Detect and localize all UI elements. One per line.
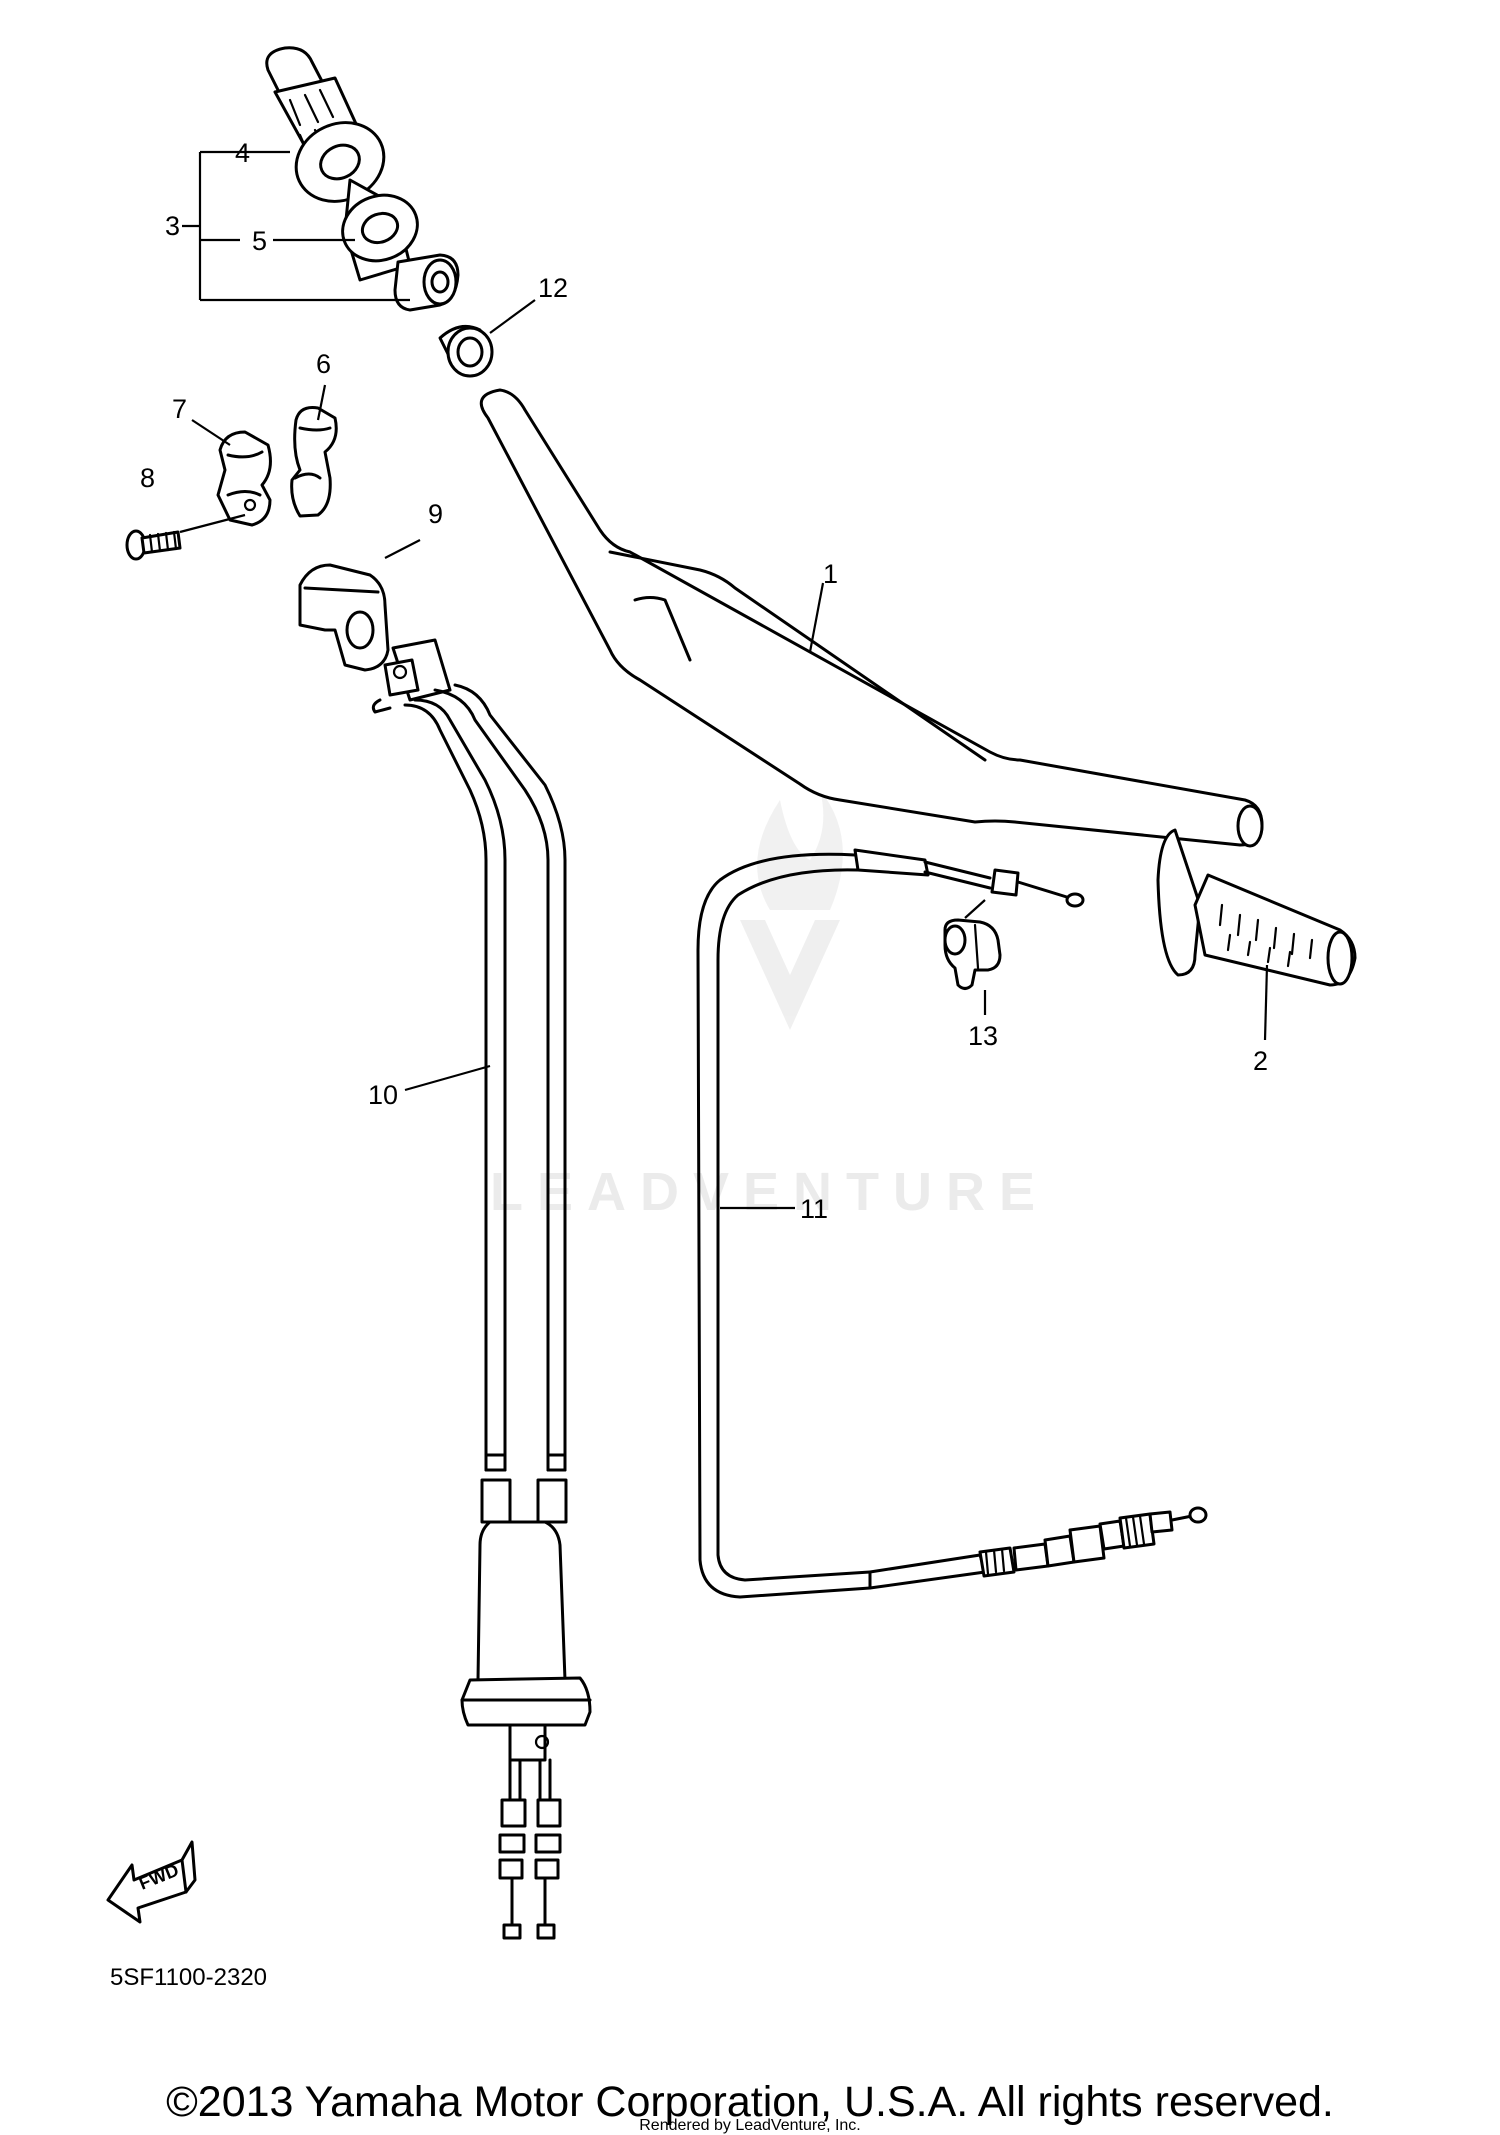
holder bbox=[290, 406, 338, 518]
leadventure-watermark: LEADVENTURE bbox=[490, 790, 1049, 1222]
leader-lines bbox=[179, 150, 1269, 1210]
clamp-holder bbox=[298, 563, 390, 672]
callout-5: 5 bbox=[252, 226, 267, 256]
callout-6: 6 bbox=[316, 349, 331, 379]
forward-arrow-icon: FWD bbox=[106, 1840, 197, 1924]
watermark-text: LEADVENTURE bbox=[490, 1162, 1049, 1222]
adjuster-bolt bbox=[943, 918, 1002, 990]
diagram-code: 5SF1100-2320 bbox=[110, 1964, 267, 1991]
copyright-notice: ©2013 Yamaha Motor Corporation, U.S.A. A… bbox=[166, 2078, 1334, 2126]
callout-3: 3 bbox=[165, 211, 180, 241]
callout-10: 10 bbox=[368, 1080, 398, 1110]
callout-8: 8 bbox=[140, 463, 155, 493]
callout-9: 9 bbox=[428, 499, 443, 529]
throttle-grip-assembly bbox=[265, 46, 460, 312]
callout-13: 13 bbox=[968, 1021, 998, 1051]
handlebar bbox=[479, 388, 1264, 848]
rendered-by-notice: Rendered by LeadVenture, Inc. bbox=[639, 2117, 861, 2134]
collar bbox=[438, 324, 494, 378]
callout-12: 12 bbox=[538, 273, 568, 303]
callout-2: 2 bbox=[1253, 1046, 1268, 1076]
throttle-cables bbox=[371, 638, 592, 1940]
callout-1: 1 bbox=[823, 559, 838, 589]
holder-2 bbox=[216, 430, 272, 527]
callout-11: 11 bbox=[800, 1194, 828, 1224]
grip bbox=[1156, 828, 1357, 987]
callout-4: 4 bbox=[235, 138, 250, 168]
callout-7: 7 bbox=[172, 394, 187, 424]
screw bbox=[125, 529, 182, 561]
clutch-cable bbox=[696, 848, 1208, 1599]
callouts: 4 3 5 12 6 7 8 9 1 10 11 13 2 bbox=[140, 138, 1268, 1224]
